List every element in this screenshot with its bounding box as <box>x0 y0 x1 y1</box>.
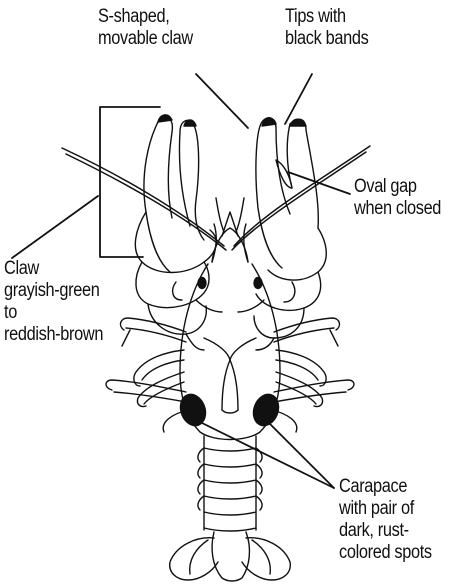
label-line: grayish-green <box>4 280 103 302</box>
label-line: Carapace <box>339 476 432 498</box>
head <box>198 198 262 289</box>
label-line: colored spots <box>339 542 432 564</box>
label-claw-color: Claw grayish-green to reddish-brown <box>4 258 103 346</box>
label-line: to <box>4 302 103 324</box>
label-line: Claw <box>4 258 103 280</box>
label-carapace: Carapace with pair of dark, rust- colore… <box>339 476 432 564</box>
abdomen <box>198 436 262 531</box>
label-line: Oval gap <box>354 176 441 198</box>
label-line: when closed <box>354 198 441 220</box>
label-line: dark, rust- <box>339 520 432 542</box>
label-line: movable claw <box>98 28 193 50</box>
label-s-shaped-claw: S-shaped, movable claw <box>98 6 193 50</box>
leader-carapace-right <box>266 420 334 488</box>
label-line: reddish-brown <box>4 324 103 346</box>
label-line: with pair of <box>339 498 432 520</box>
label-oval-gap: Oval gap when closed <box>354 176 441 220</box>
leader-carapace-left <box>200 422 334 488</box>
label-tips-black-bands: Tips with black bands <box>285 6 368 50</box>
label-line: black bands <box>285 28 368 50</box>
right-claw <box>254 118 326 350</box>
label-line: Tips with <box>285 6 368 28</box>
walking-legs <box>106 318 354 432</box>
carapace <box>176 264 282 440</box>
leader-s-claw <box>196 74 248 128</box>
tail-fan <box>170 532 291 581</box>
leader-tips <box>285 74 312 124</box>
label-line: S-shaped, <box>98 6 193 28</box>
leader-claw-color <box>12 196 98 258</box>
